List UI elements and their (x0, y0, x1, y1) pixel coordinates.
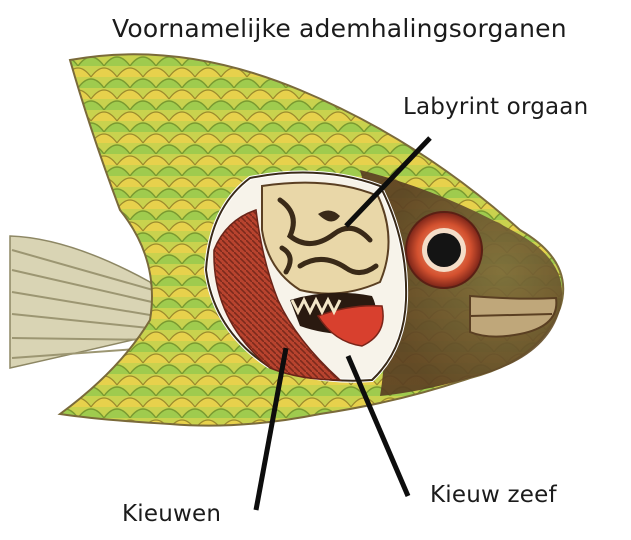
label-gill-rakers: Kieuw zeef (430, 484, 557, 507)
label-gills: Kieuwen (122, 503, 221, 526)
eye-icon (406, 212, 482, 288)
label-labyrinth-organ: Labyrint orgaan (403, 96, 588, 119)
diagram-title: Voornamelijke ademhalingsorganen (112, 16, 567, 41)
